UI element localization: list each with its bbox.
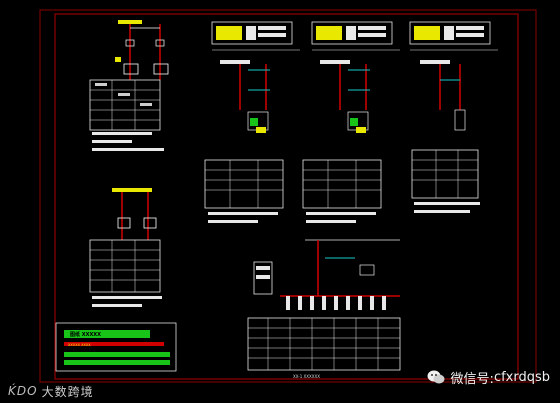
outer-frame <box>39 9 537 383</box>
wechat-icon <box>427 369 445 385</box>
watermark-left-text: 大数跨境 <box>41 384 94 399</box>
title-line-2: XXXXX XXXX <box>68 343 91 347</box>
panel-left-top <box>89 20 169 151</box>
panel-top-2 <box>302 21 400 223</box>
board-caption: XX-1 XXXXXX <box>293 374 320 379</box>
watermark-right: 微信号: cfxrdqsb <box>427 366 550 388</box>
panel-top-3 <box>409 21 498 213</box>
watermark-left: ḰDO 大数跨境 <box>8 382 94 400</box>
logo-mark: ḰDO <box>8 384 38 398</box>
inner-frame <box>54 13 519 380</box>
distribution-board: XX-1 XXXXXX <box>247 239 401 379</box>
panel-top-1 <box>204 21 300 223</box>
watermark-right-id: cfxrdqsb <box>493 369 550 385</box>
watermark-right-prefix: 微信号: <box>450 371 494 387</box>
title-block: 图纸 XXXXX XXXXX XXXX <box>55 322 177 372</box>
panel-left-mid <box>89 188 162 307</box>
title-line-1: 图纸 XXXXX <box>70 331 101 338</box>
